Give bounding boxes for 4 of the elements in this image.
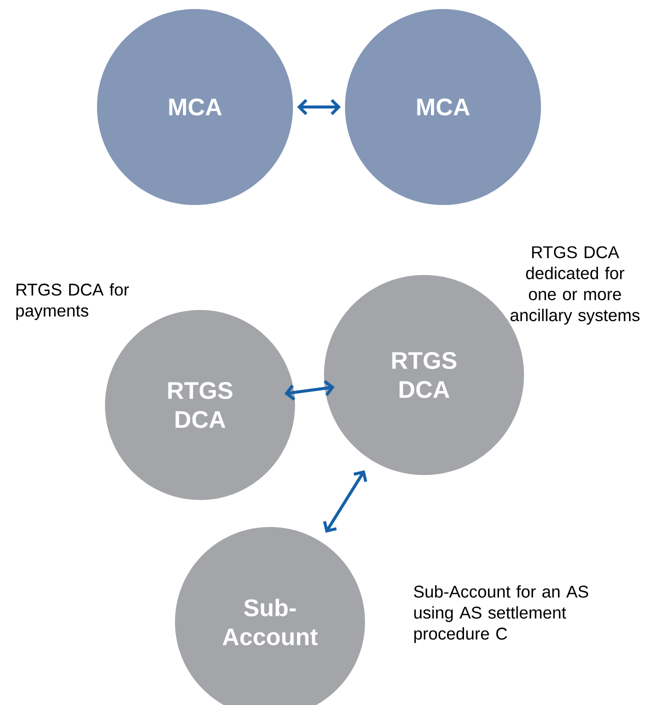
double-arrow xyxy=(323,470,368,533)
double-arrow xyxy=(284,380,335,401)
account-description: Sub-Account for an AS using AS settlement procedure C xyxy=(414,585,588,644)
double-arrow xyxy=(297,98,341,116)
